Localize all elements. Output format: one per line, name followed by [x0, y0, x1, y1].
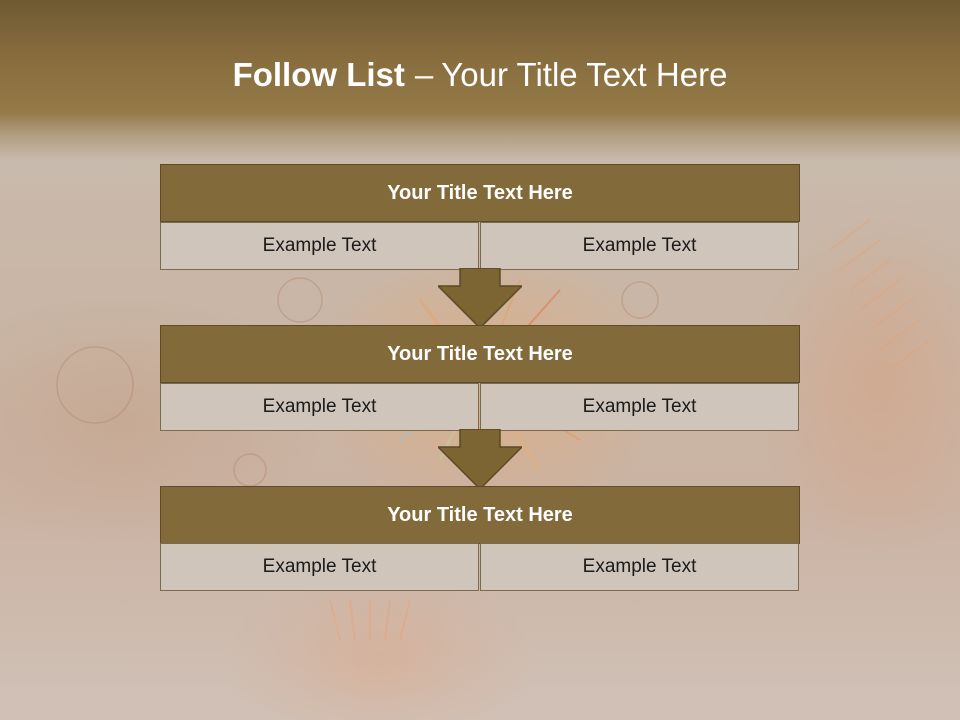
block-right-text: Example Text — [480, 543, 799, 591]
block-right-text: Example Text — [480, 222, 799, 270]
block-left-text: Example Text — [160, 543, 479, 591]
down-arrow-icon — [438, 429, 522, 489]
block-title: Your Title Text Here — [160, 325, 800, 383]
block-left-text: Example Text — [160, 222, 479, 270]
slide-title: Follow List–Your Title Text Here — [0, 56, 960, 94]
slide-title-separator: – — [414, 56, 434, 93]
block-title: Your Title Text Here — [160, 164, 800, 222]
slide-title-bold: Follow List — [232, 56, 405, 93]
block-right-text: Example Text — [480, 383, 799, 431]
block-left-text: Example Text — [160, 383, 479, 431]
down-arrow-icon — [438, 268, 522, 328]
follow-block-3: Your Title Text Here Example Text Exampl… — [160, 486, 800, 592]
block-title: Your Title Text Here — [160, 486, 800, 544]
follow-block-1: Your Title Text Here Example Text Exampl… — [160, 164, 800, 270]
follow-block-2: Your Title Text Here Example Text Exampl… — [160, 325, 800, 431]
header-band — [0, 0, 960, 160]
slide-title-text: Your Title Text Here — [441, 56, 728, 93]
